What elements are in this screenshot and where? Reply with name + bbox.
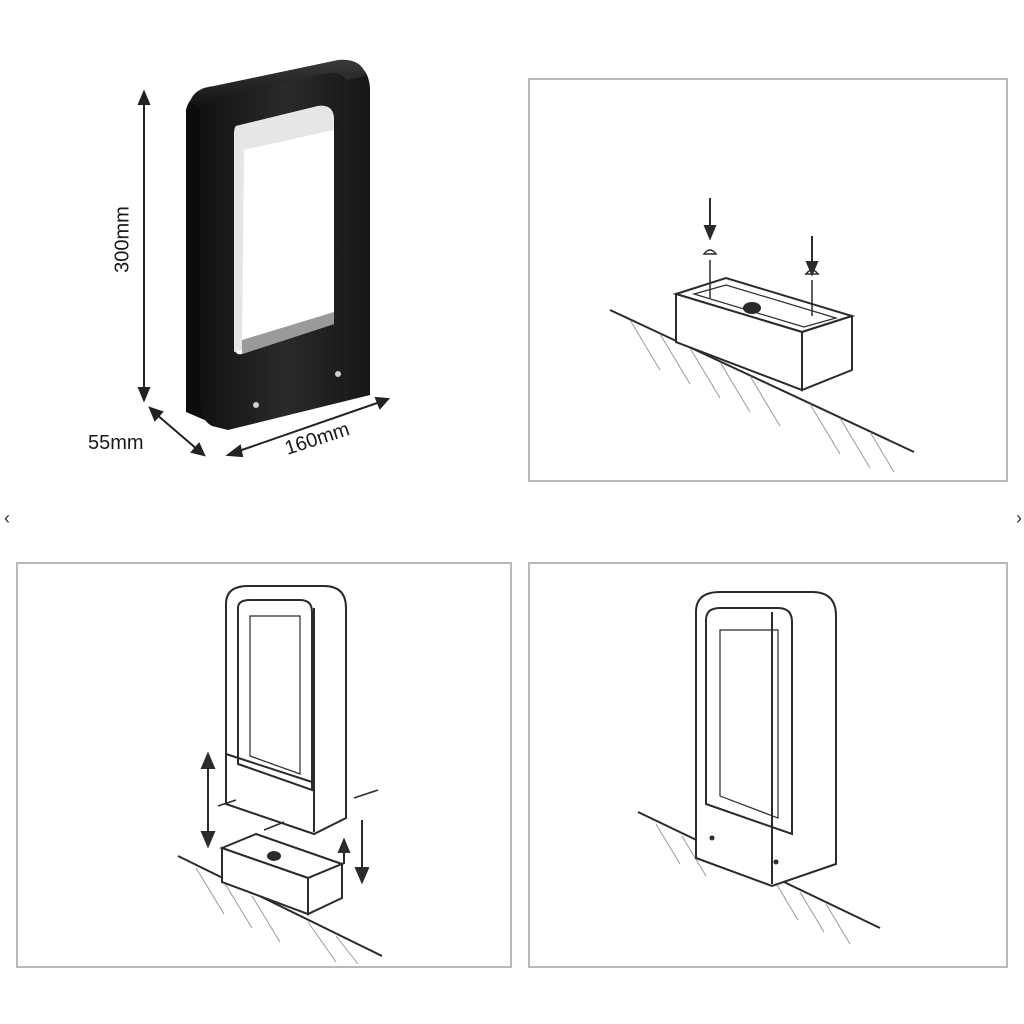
lamp-body-outline [225,585,347,836]
height-dimension-line [137,89,151,403]
side-screws [217,789,379,831]
depth-dimension-line [148,406,206,457]
mounting-base-block [219,832,345,916]
product-photo [137,59,391,458]
mount-base-diagram [609,198,915,473]
screw-down-arrows [703,198,819,277]
mounting-base-block [672,276,856,392]
step-attach-body-panel [16,562,512,968]
installed-lamp-diagram [637,591,881,945]
next-image-button[interactable]: › [1016,508,1022,528]
previous-image-button[interactable]: ‹ [4,508,10,528]
attach-body-diagram [177,585,383,965]
height-dimension-label: 300mm [111,206,134,273]
width-dimension-line [225,396,391,458]
bollard-light-black [186,59,370,430]
lamp-body-outline [695,591,837,888]
depth-dimension-label: 55mm [88,432,144,454]
step-mount-base-panel [528,78,1008,482]
step-installed-panel [528,562,1008,968]
assembly-arrows [200,751,370,885]
